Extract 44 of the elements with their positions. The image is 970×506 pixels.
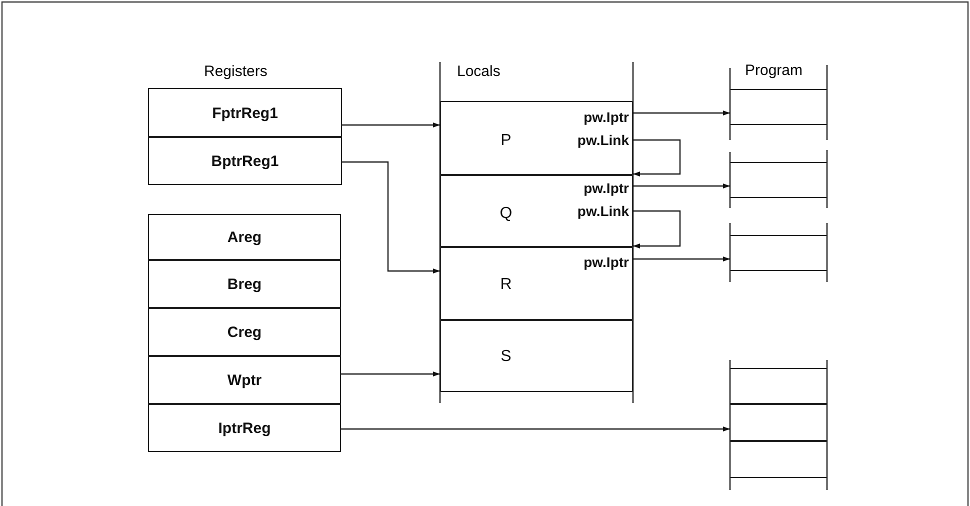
arrow [342, 161, 440, 274]
column-heading: Locals [457, 64, 500, 79]
field-name: pw.Iptr [584, 110, 629, 124]
stack-frame-box [440, 320, 633, 392]
arrow [341, 426, 730, 432]
stack-frame-box [440, 247, 633, 320]
field-name: pw.Link [577, 204, 629, 218]
register-box [148, 404, 341, 452]
stack-frame-box [440, 101, 633, 175]
arrow [633, 210, 681, 248]
field-name: pw.Iptr [584, 181, 629, 195]
arrow [633, 139, 681, 176]
arrow [342, 122, 440, 128]
arrow [341, 372, 440, 376]
arrow [633, 110, 730, 116]
program-cell [730, 441, 827, 478]
column-heading: Program [745, 63, 803, 78]
register-name: Areg [226, 230, 263, 245]
register-name: IptrReg [217, 421, 272, 436]
register-box [148, 88, 342, 137]
register-box [148, 356, 341, 404]
register-name: FptrReg1 [211, 106, 279, 120]
frame-name: R [499, 277, 513, 293]
field-name: pw.Iptr [584, 255, 629, 269]
register-box [148, 137, 342, 185]
stack-frame-box [440, 175, 633, 247]
frame-name: S [500, 349, 512, 365]
register-box [148, 308, 341, 356]
frame-name: P [500, 133, 512, 149]
arrow [633, 184, 730, 188]
register-box [148, 260, 341, 308]
program-cell [730, 235, 827, 271]
program-cell [730, 162, 827, 198]
frame-name: Q [498, 206, 514, 222]
register-name: Creg [226, 325, 263, 340]
register-box [148, 214, 341, 260]
program-cell [730, 89, 827, 125]
arrow [633, 256, 730, 262]
register-name: Wptr [226, 373, 263, 388]
program-cell [730, 404, 827, 441]
register-name: BptrReg1 [210, 154, 280, 169]
field-name: pw.Link [577, 133, 629, 147]
register-name: Breg [226, 277, 263, 292]
program-cell [730, 368, 827, 404]
